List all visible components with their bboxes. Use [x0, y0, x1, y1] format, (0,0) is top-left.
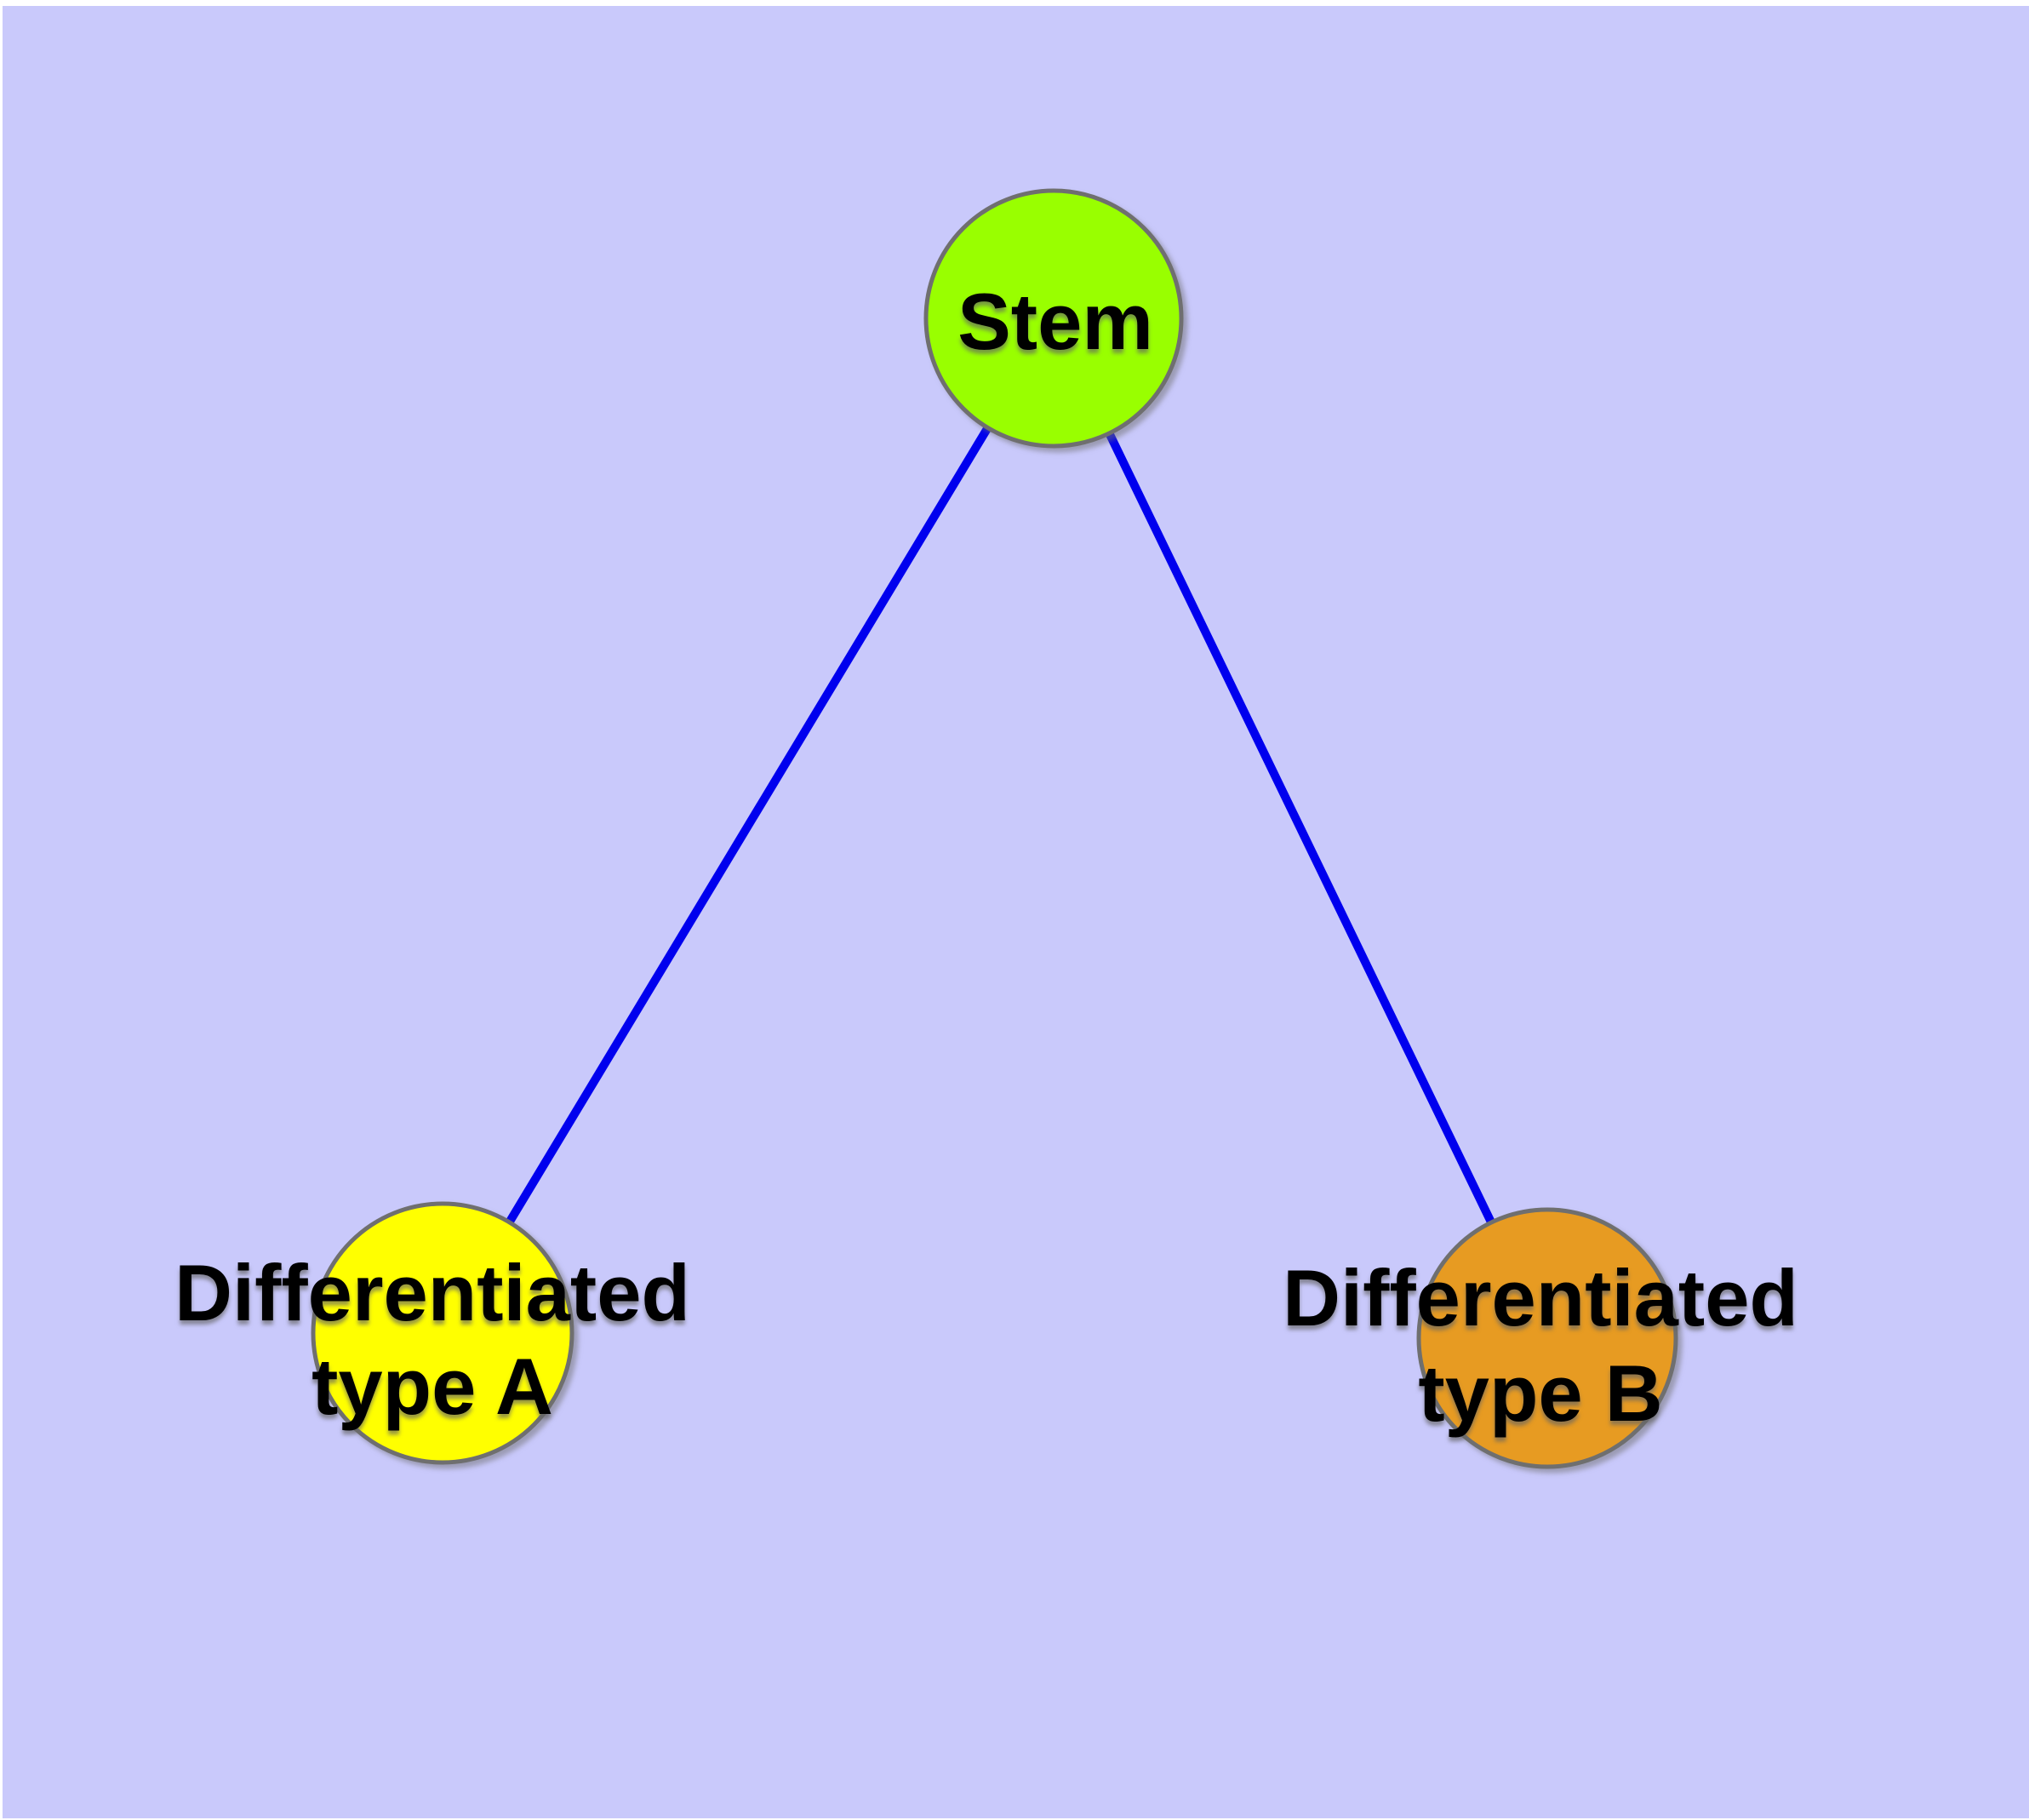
- node-type-b-label-line1: Differentiated: [1283, 1253, 1798, 1342]
- node-type-a-label-line1: Differentiated: [174, 1248, 690, 1337]
- edge-stem-to-type-b: [1049, 316, 1552, 1341]
- node-type-a-label-line2: type A: [311, 1342, 553, 1431]
- edge-stem-to-type-a: [438, 316, 1058, 1336]
- node-stem: [923, 188, 1184, 449]
- node-type-b-label-line2: type B: [1418, 1348, 1662, 1438]
- node-differentiated-type-a: [311, 1201, 574, 1465]
- node-differentiated-type-b: [1416, 1207, 1678, 1469]
- node-stem-label: Stem: [957, 277, 1153, 366]
